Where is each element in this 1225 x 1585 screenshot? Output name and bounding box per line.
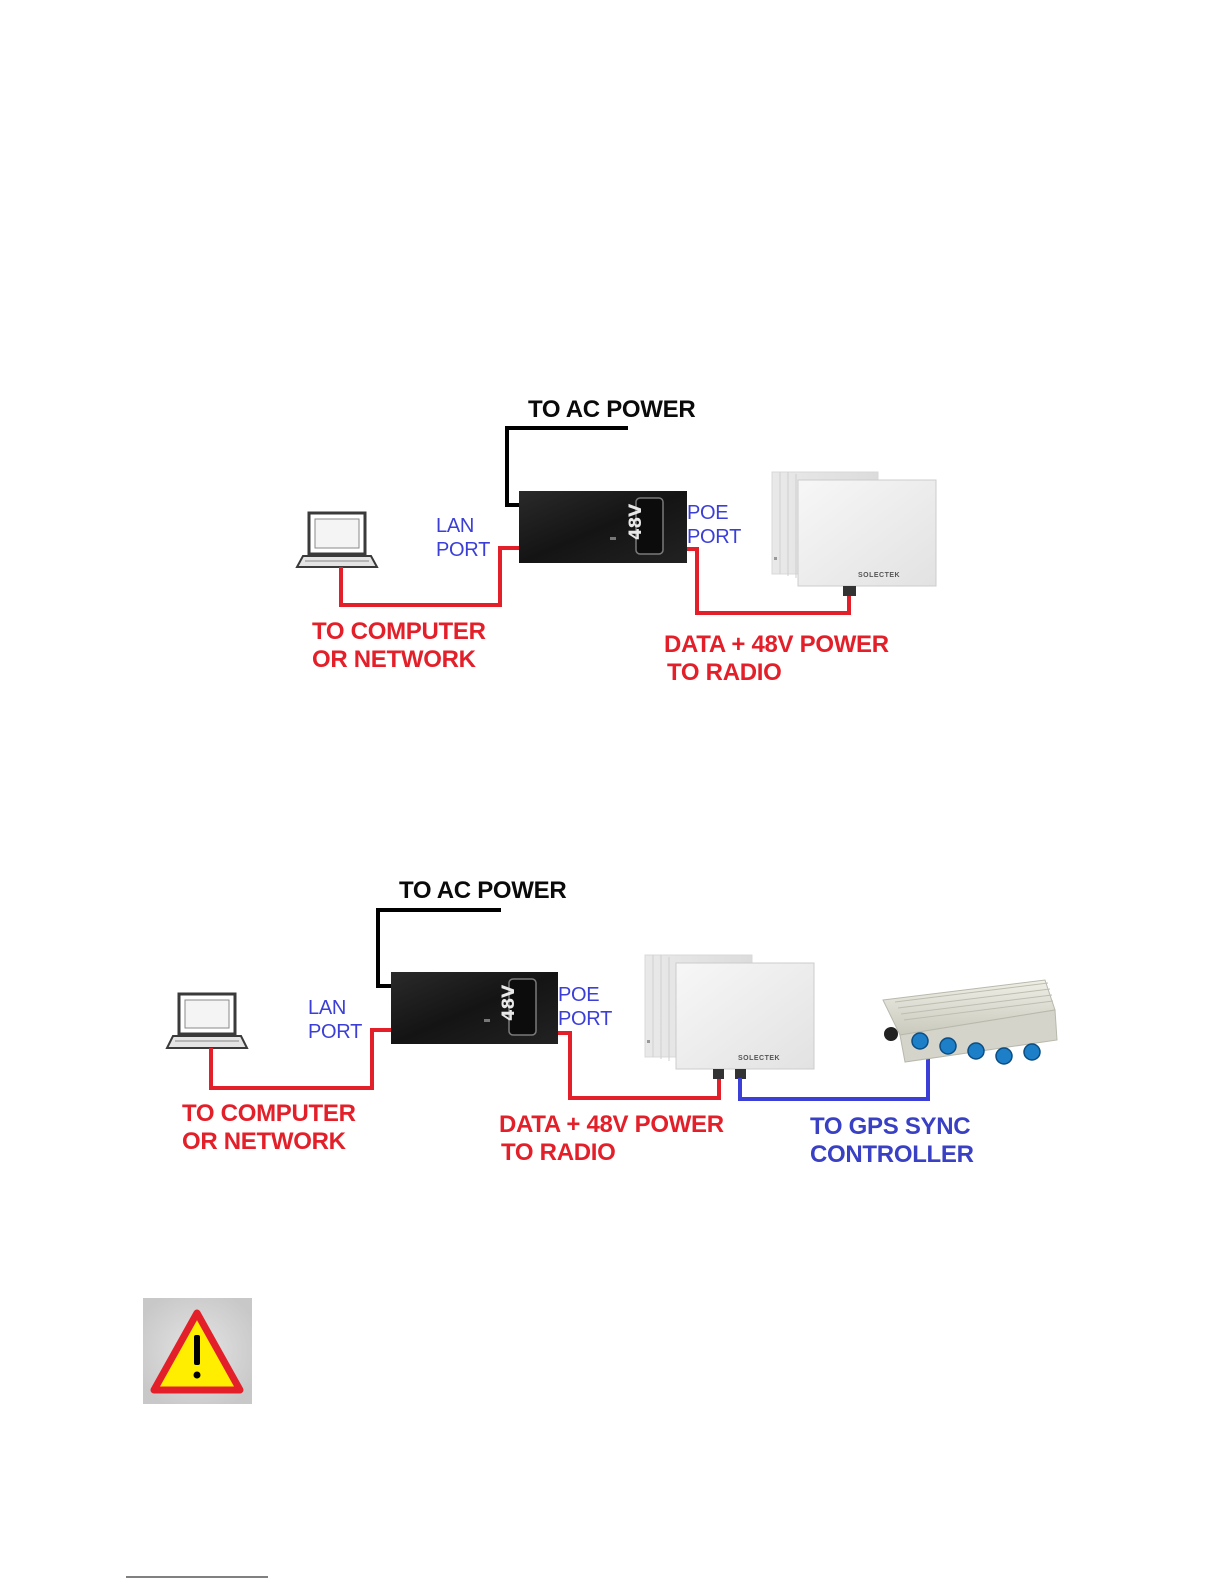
laptop-icon <box>297 513 377 567</box>
computer-label-2-line-2: OR NETWORK <box>182 1128 356 1156</box>
radio-power-label-2: DATA + 48V POWER TO RADIO <box>499 1111 724 1167</box>
poe-port-line-1: POE <box>687 501 741 525</box>
radio-power-2-line-1: DATA + 48V POWER <box>499 1111 724 1139</box>
injector-48v-text-2: 48V <box>500 985 519 1021</box>
radio-icon <box>772 472 936 596</box>
radio-power-2-line-2: TO RADIO <box>499 1139 724 1167</box>
computer-label-2-line-1: TO COMPUTER <box>182 1100 356 1128</box>
diagram-2 <box>167 910 1057 1099</box>
gps-sync-line-2: CONTROLLER <box>810 1141 974 1169</box>
radio-power-line-2: TO RADIO <box>664 659 889 687</box>
computer-label: TO COMPUTER OR NETWORK <box>312 618 486 674</box>
ac-power-label-2: TO AC POWER <box>399 878 566 904</box>
laptop-icon-2 <box>167 994 247 1048</box>
computer-label-line-2: OR NETWORK <box>312 646 486 674</box>
poe-port-2-line-1: POE <box>558 983 612 1007</box>
gps-sync-controller-icon <box>883 980 1057 1064</box>
diagram-1 <box>297 428 936 613</box>
poe-port-label-2: POE PORT <box>558 983 612 1031</box>
radio-power-line-1: DATA + 48V POWER <box>664 631 889 659</box>
lan-port-label: LAN PORT <box>436 514 490 562</box>
lan-port-2-line-1: LAN <box>308 996 362 1020</box>
computer-label-2: TO COMPUTER OR NETWORK <box>182 1100 356 1156</box>
lan-port-2-line-2: PORT <box>308 1020 362 1044</box>
gps-sync-label: TO GPS SYNC CONTROLLER <box>810 1113 974 1169</box>
radio-icon-2 <box>645 955 814 1079</box>
lan-port-line-1: LAN <box>436 514 490 538</box>
radio-power-label: DATA + 48V POWER TO RADIO <box>664 631 889 687</box>
lan-port-label-2: LAN PORT <box>308 996 362 1044</box>
poe-port-line-2: PORT <box>687 525 741 549</box>
poe-injector-icon-2 <box>391 972 558 1044</box>
ac-power-label: TO AC POWER <box>528 397 695 423</box>
gps-sync-line-1: TO GPS SYNC <box>810 1113 974 1141</box>
radio-brand-text: SOLECTEK <box>858 572 900 580</box>
poe-injector-icon <box>519 491 687 563</box>
injector-48v-text: 48V <box>627 504 646 540</box>
warning-icon <box>143 1298 252 1404</box>
radio-brand-text-2: SOLECTEK <box>738 1055 780 1063</box>
poe-port-2-line-2: PORT <box>558 1007 612 1031</box>
lan-port-line-2: PORT <box>436 538 490 562</box>
computer-label-line-1: TO COMPUTER <box>312 618 486 646</box>
poe-port-label: POE PORT <box>687 501 741 549</box>
